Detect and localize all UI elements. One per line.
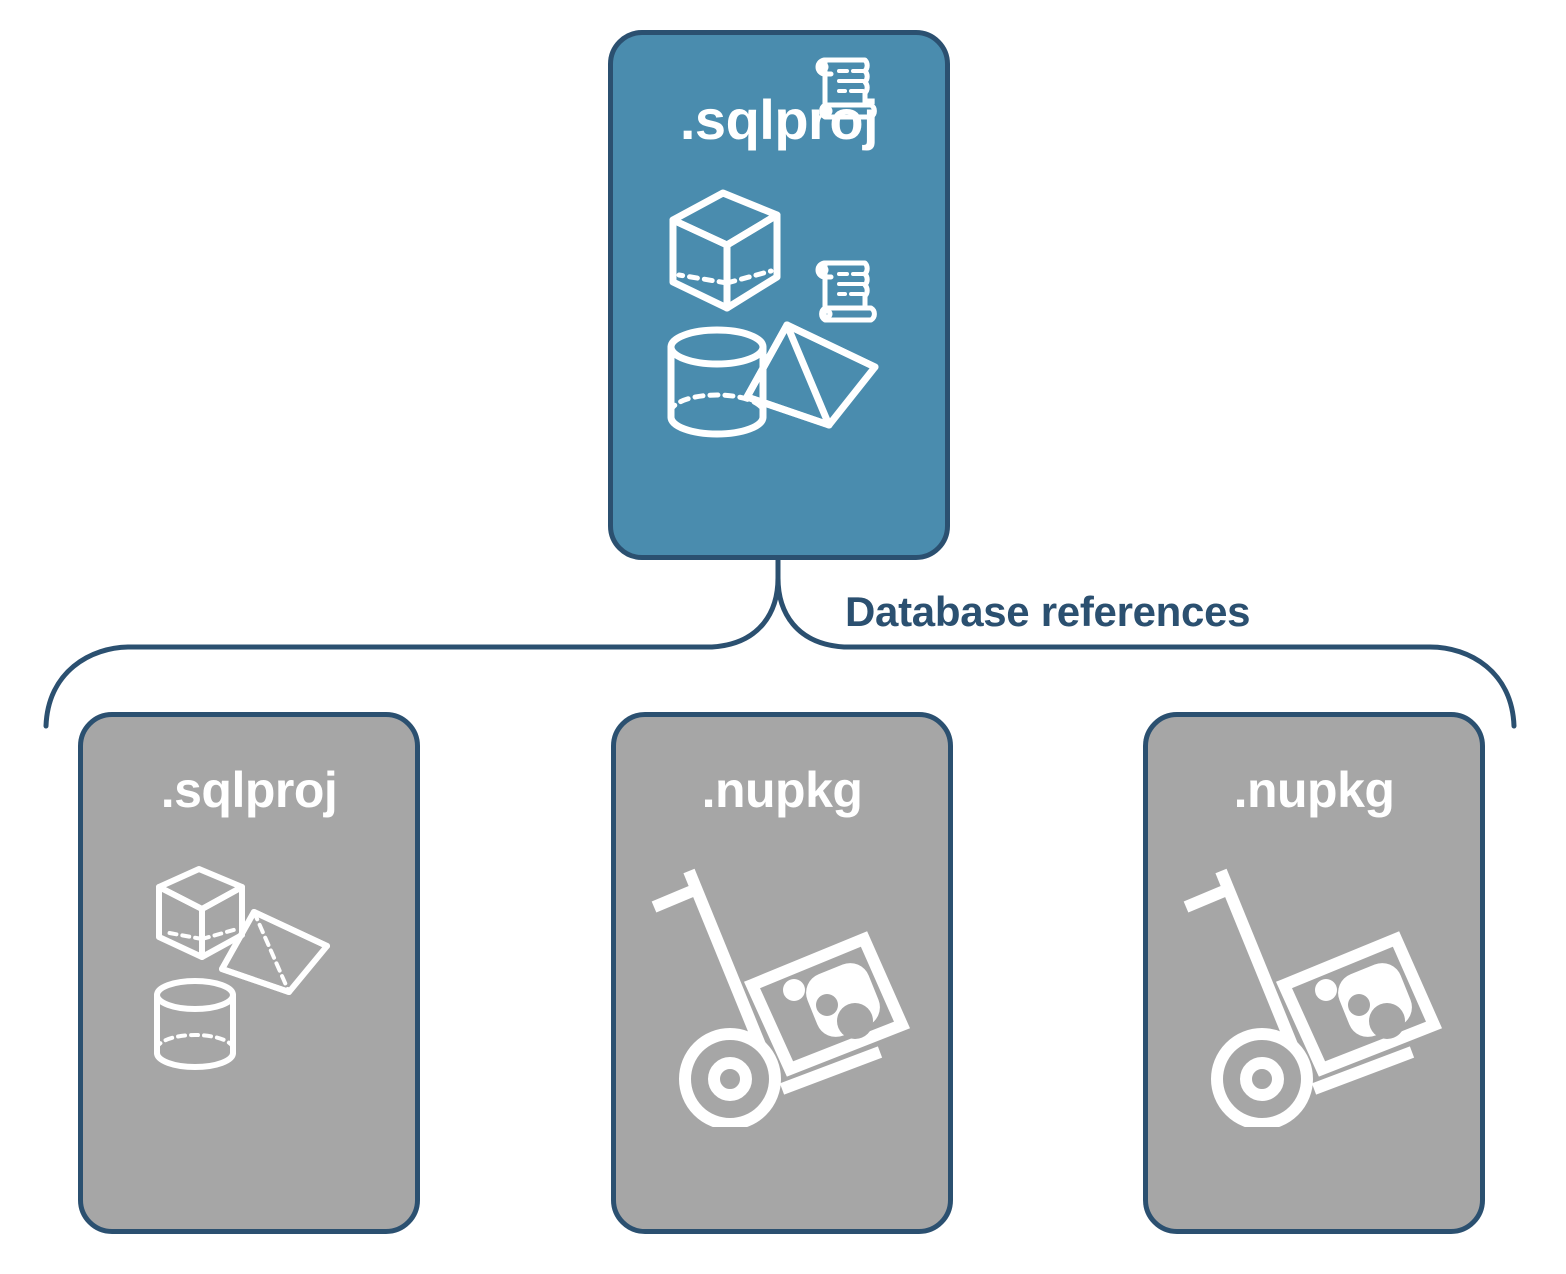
node-child-2-label: .nupkg xyxy=(1233,762,1395,818)
hand-truck-package-icon xyxy=(1183,868,1443,1127)
child-2-icon-group xyxy=(1148,857,1480,1127)
scroll-icon-bottom xyxy=(803,250,883,330)
cube-icon xyxy=(156,866,245,960)
node-root-sqlproj[interactable]: .sqlproj xyxy=(608,30,950,560)
child-1-icon-group xyxy=(616,857,948,1127)
node-child-sqlproj[interactable]: .sqlproj xyxy=(78,712,420,1234)
cube-icon xyxy=(669,189,781,312)
node-child-1-label: .nupkg xyxy=(701,762,863,818)
cylinder-icon xyxy=(154,978,236,1070)
node-child-0-label: .sqlproj xyxy=(160,762,338,818)
connector-label: Database references xyxy=(845,588,1251,635)
root-icon-group xyxy=(613,175,945,455)
hand-truck-package-icon xyxy=(651,868,911,1127)
child-0-icon-group xyxy=(83,857,415,1087)
node-child-nupkg-1[interactable]: .nupkg xyxy=(611,712,953,1234)
pyramid-icon xyxy=(219,909,330,995)
scroll-icon-top xyxy=(803,47,883,127)
cylinder-icon xyxy=(667,326,767,438)
node-child-nupkg-2[interactable]: .nupkg xyxy=(1143,712,1485,1234)
database-objects-icon xyxy=(154,866,330,1070)
database-objects-icon xyxy=(667,189,879,438)
node-root-label: .sqlproj xyxy=(679,88,879,151)
